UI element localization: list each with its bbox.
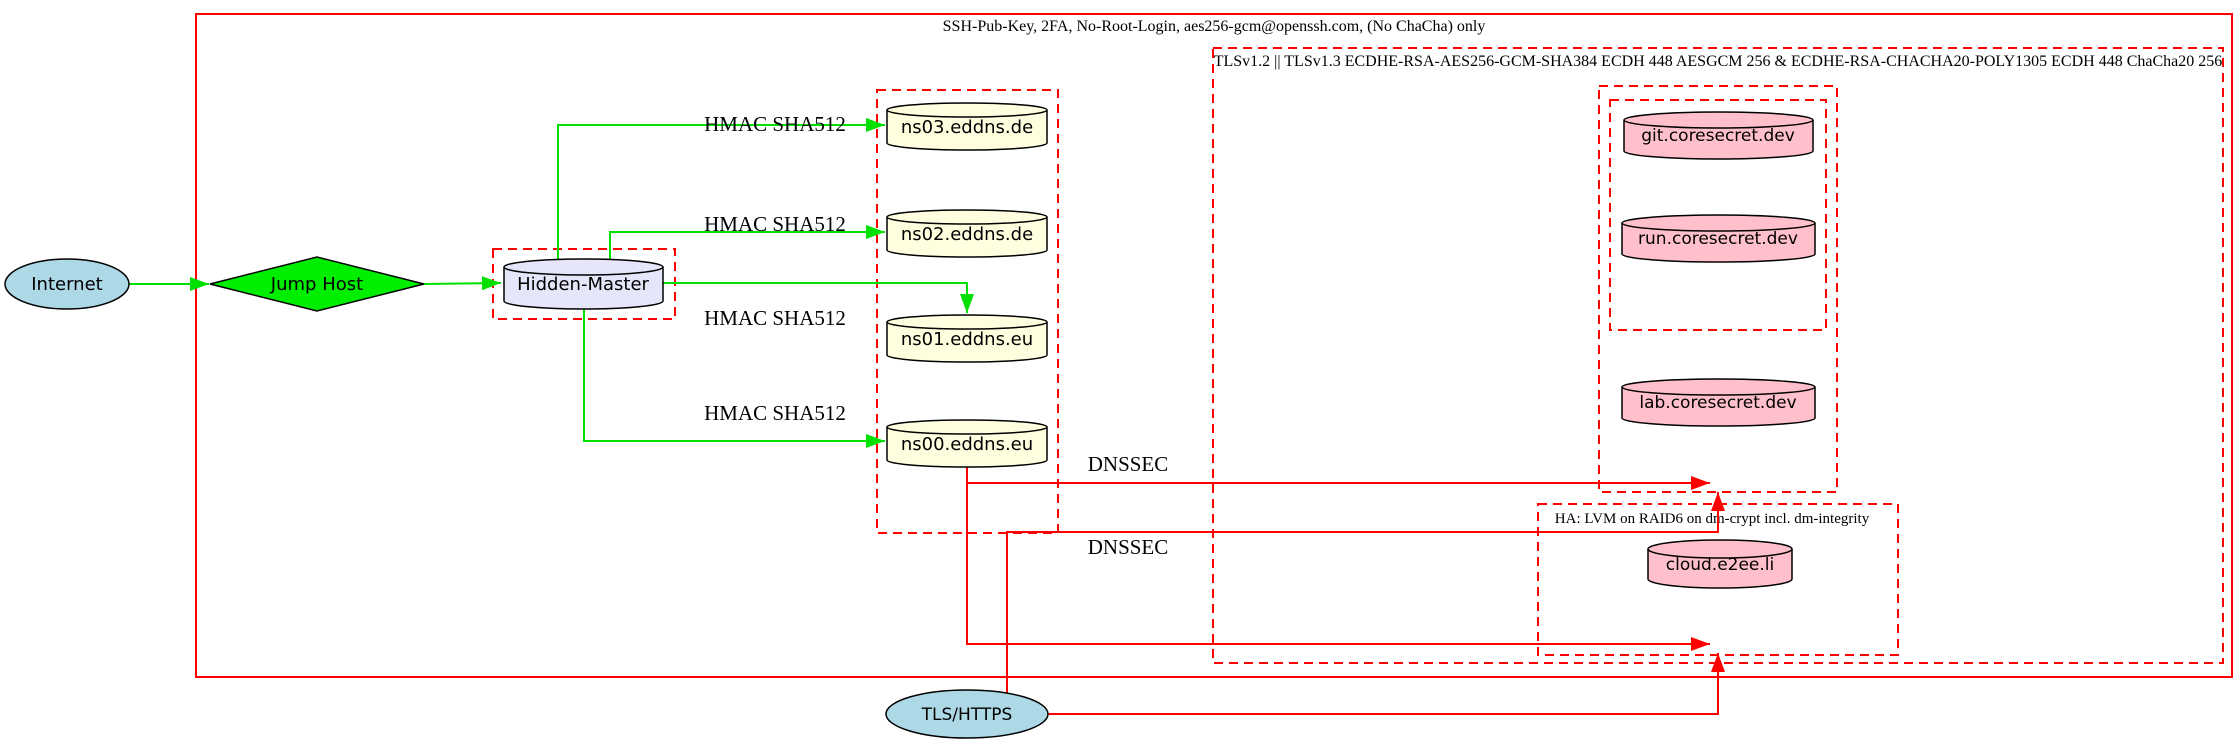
hidden-master-label: Hidden-Master <box>517 274 649 295</box>
edge-hiddenmaster-to-ns02 <box>609 225 885 260</box>
ns02-cylinder-rim <box>886 216 1048 225</box>
ns00-label: ns00.eddns.eu <box>901 434 1033 455</box>
cloud-node: cloud.e2ee.li <box>1647 539 1793 589</box>
ha-cluster-label: HA: LVM on RAID6 on dm-crypt incl. dm-in… <box>1555 511 1870 527</box>
tls-cluster-label: TLSv1.2 || TLSv1.3 ECDHE-RSA-AES256-GCM-… <box>1214 53 2223 70</box>
edge-hiddenmaster-to-ns00 <box>583 308 885 448</box>
run-cylinder-rim <box>1621 222 1816 232</box>
lab-label: lab.coresecret.dev <box>1639 393 1796 413</box>
ns02-node: ns02.eddns.de <box>886 209 1048 258</box>
ns03-cylinder-rim <box>886 109 1048 118</box>
git-label: git.coresecret.dev <box>1641 126 1795 146</box>
edge-label-hmac-ns03: HMAC SHA512 <box>704 112 846 136</box>
tls-https-label: TLS/HTTPS <box>921 705 1013 725</box>
hidden-master-cylinder-rim <box>503 266 664 276</box>
edge-tls-to-coresecret <box>1006 492 1725 694</box>
cloud-label: cloud.e2ee.li <box>1666 555 1774 575</box>
jump-host-node <box>209 256 425 312</box>
ns00-cylinder-rim <box>886 426 1048 435</box>
edge-label-dnssec-1: DNSSEC <box>1088 452 1169 476</box>
ns01-cylinder-rim <box>886 321 1048 330</box>
cloud-cylinder-rim <box>1647 548 1793 559</box>
ns01-label: ns01.eddns.eu <box>901 329 1033 350</box>
edge-hiddenmaster-to-ns03 <box>557 118 885 260</box>
ssh-cluster-label: SSH-Pub-Key, 2FA, No-Root-Login, aes256-… <box>943 18 1486 35</box>
edge-label-dnssec-2: DNSSEC <box>1088 535 1169 559</box>
edge-tls-to-ha <box>1048 653 1725 715</box>
internet-label: Internet <box>31 274 102 295</box>
lab-cylinder-rim <box>1621 386 1816 396</box>
jump-host-label: Jump Host <box>270 274 363 295</box>
internet-node <box>4 258 130 310</box>
coresecret-outer-cluster-box <box>1598 85 1838 493</box>
edge-jumphost-to-hiddenmaster <box>423 276 502 291</box>
run-node: run.coresecret.dev <box>1621 214 1816 263</box>
ssh-cluster-box <box>195 13 2233 678</box>
git-node: git.coresecret.dev <box>1623 111 1814 160</box>
hidden-master-node: Hidden-Master <box>503 258 664 310</box>
edge-label-hmac-ns01: HMAC SHA512 <box>704 306 846 330</box>
edge-label-hmac-ns02: HMAC SHA512 <box>704 212 846 236</box>
ns01-node: ns01.eddns.eu <box>886 314 1048 363</box>
ns02-label: ns02.eddns.de <box>901 224 1033 245</box>
lab-node: lab.coresecret.dev <box>1621 378 1816 427</box>
ns00-node: ns00.eddns.eu <box>886 419 1048 468</box>
edge-label-hmac-ns00: HMAC SHA512 <box>704 401 846 425</box>
ns03-node: ns03.eddns.de <box>886 102 1048 151</box>
edge-dnssec-to-ha <box>966 483 1710 651</box>
edge-hiddenmaster-to-ns01 <box>663 282 974 313</box>
git-cylinder-rim <box>1623 119 1814 129</box>
run-label: run.coresecret.dev <box>1638 229 1798 249</box>
tls-https-node <box>885 689 1049 739</box>
nameserver-cluster-box <box>876 89 1059 534</box>
ns03-label: ns03.eddns.de <box>901 117 1033 138</box>
coresecret-inner-cluster-box <box>1609 99 1827 331</box>
